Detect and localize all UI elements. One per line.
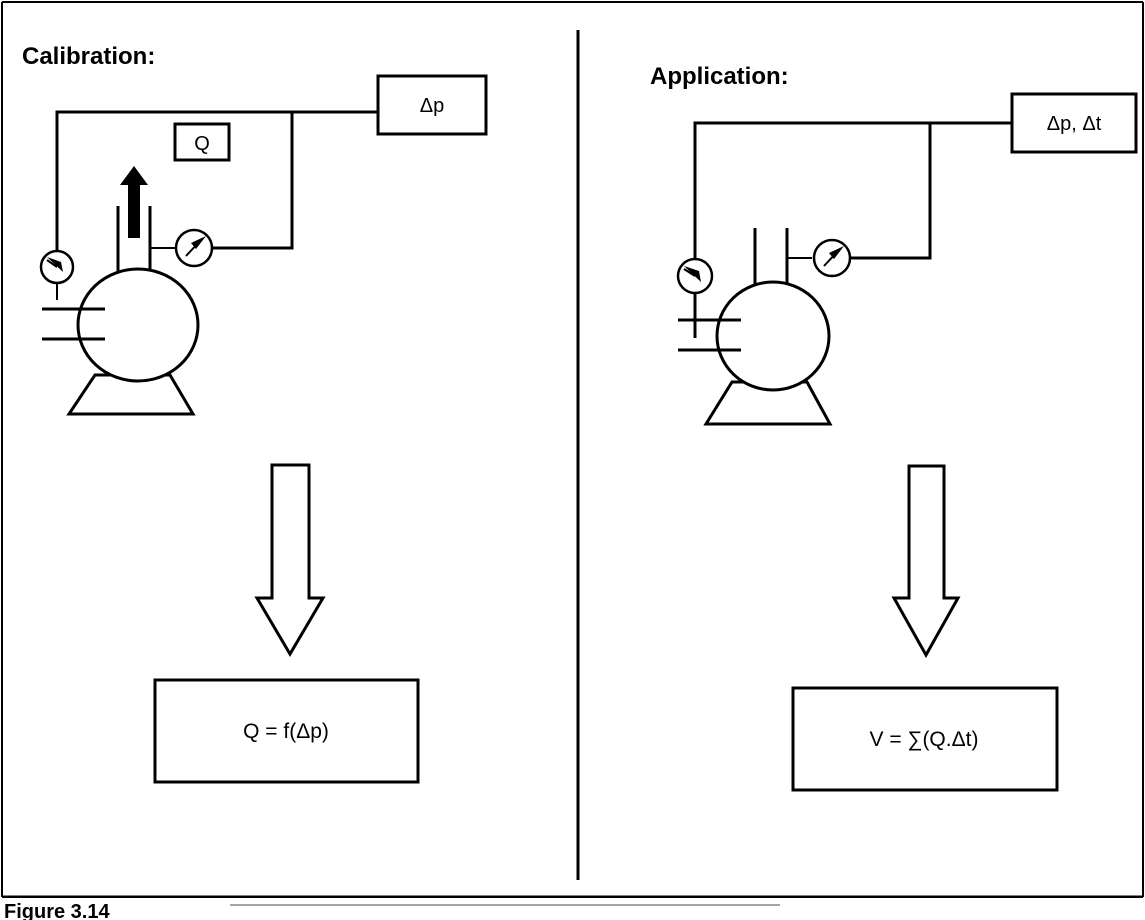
application-result-box — [791, 686, 1059, 792]
calibration-title: Calibration: — [22, 43, 155, 70]
application-readings-label: Δp, Δt — [1047, 113, 1102, 135]
calibration-down-arrow — [254, 463, 326, 657]
calibration-pump-body — [76, 267, 200, 383]
application-panel: Application: Δp, Δt — [650, 63, 1138, 792]
application-suction-gauge-icon — [676, 257, 714, 295]
diagram-frame — [1, 1, 1144, 899]
calibration-panel: Calibration: Δp Q — [22, 43, 488, 784]
flow-direction-arrow — [120, 166, 148, 238]
application-pump-body — [715, 280, 831, 392]
calibration-flow-label: Q — [194, 133, 210, 155]
calibration-dp-label: Δp — [420, 95, 444, 117]
figure-caption: Figure 3.14 — [4, 901, 110, 920]
calibration-result-equation: Q = f(Δp) — [243, 720, 329, 743]
calibration-result-box — [153, 678, 420, 784]
application-title: Application: — [650, 63, 789, 90]
calibration-suction-gauge-icon — [39, 249, 75, 285]
figure-caption-area: Figure 3.14 — [0, 898, 1145, 920]
calibration-discharge-gauge-icon — [174, 228, 214, 268]
application-readings-box — [1010, 92, 1138, 154]
calibration-dp-box — [376, 74, 488, 136]
application-result-equation: V = ∑(Q.Δt) — [870, 728, 979, 751]
calibration-pressure-line — [55, 110, 378, 253]
calibration-flow-box — [173, 122, 231, 162]
application-discharge-gauge-icon — [812, 238, 852, 278]
application-down-arrow — [891, 464, 961, 659]
